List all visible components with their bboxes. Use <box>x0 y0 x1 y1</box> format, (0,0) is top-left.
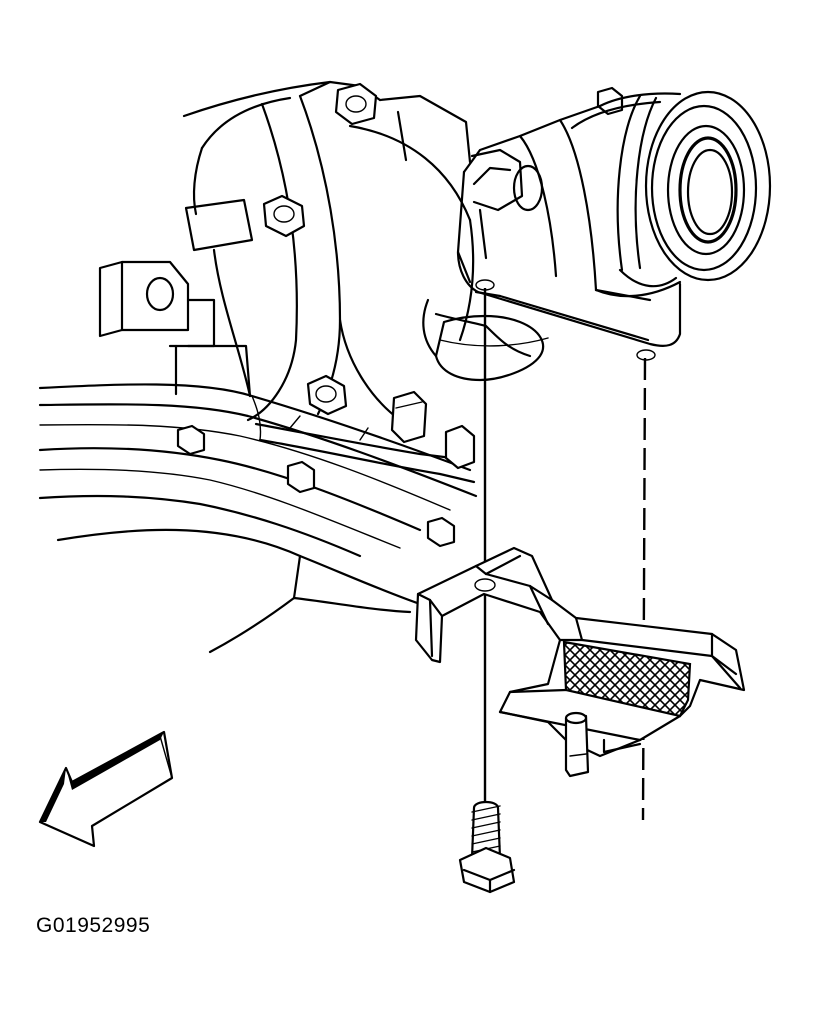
case-bolt-top <box>334 82 378 126</box>
arrow-forward-icon <box>38 730 174 848</box>
crossmember-nut-center <box>286 460 316 494</box>
crossmember-nut-right <box>426 516 456 548</box>
crossmember-nut-left <box>176 424 206 456</box>
stud-alignment-line <box>641 357 647 821</box>
engine-side-bracket <box>98 260 252 398</box>
case-bolt-far-right <box>444 424 476 470</box>
mount-stud <box>564 711 642 778</box>
transmission-mount <box>414 546 746 758</box>
frame-crossmember <box>38 383 478 654</box>
figure-id-label: G01952995 <box>36 914 151 937</box>
mount-bolt <box>458 800 516 894</box>
case-bolt-upper-left <box>262 194 306 238</box>
case-bolt-lower <box>306 374 348 416</box>
case-bolt-right <box>390 390 428 444</box>
transmission-case <box>182 80 549 484</box>
output-shaft-seal <box>570 90 772 298</box>
